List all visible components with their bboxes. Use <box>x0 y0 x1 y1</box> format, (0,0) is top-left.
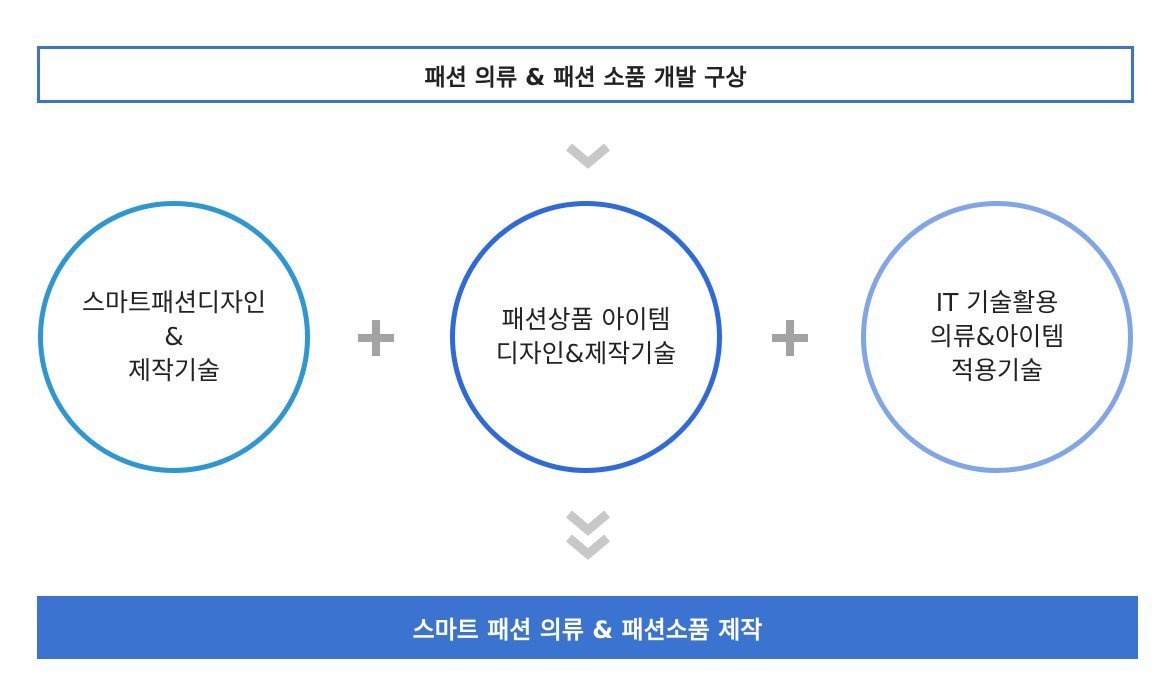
circle-1-line-1: 스마트패션디자인 <box>81 288 266 317</box>
chevron-down-icon <box>566 143 610 169</box>
concept-title: 패션 의류 & 패션 소품 개발 구상 <box>424 64 747 91</box>
circle-1-line-3: 제작기술 <box>127 356 220 385</box>
circle-1-line-2: & <box>164 322 184 351</box>
plus-icon <box>358 320 394 356</box>
circle-2-line-1: 패션상품 아이템 <box>501 305 671 334</box>
circle-3-line-3: 적용기술 <box>950 356 1043 385</box>
circle-it-technology: IT 기술활용 의류&아이템 적용기술 <box>861 201 1133 473</box>
circle-fashion-item-design: 패션상품 아이템 디자인&제작기술 <box>450 201 722 473</box>
circle-smart-fashion-design: 스마트패션디자인 & 제작기술 <box>38 201 310 473</box>
concept-title-box: 패션 의류 & 패션 소품 개발 구상 <box>37 46 1134 103</box>
plus-icon <box>772 320 808 356</box>
circle-3-line-1: IT 기술활용 <box>935 288 1059 317</box>
circle-3-line-2: 의류&아이템 <box>929 322 1065 351</box>
double-chevron-down-icon <box>566 510 610 560</box>
circle-2-line-2: 디자인&제작기술 <box>495 339 677 368</box>
result-bar: 스마트 패션 의류 & 패션소품 제작 <box>37 596 1138 659</box>
result-title: 스마트 패션 의류 & 패션소품 제작 <box>412 616 763 644</box>
